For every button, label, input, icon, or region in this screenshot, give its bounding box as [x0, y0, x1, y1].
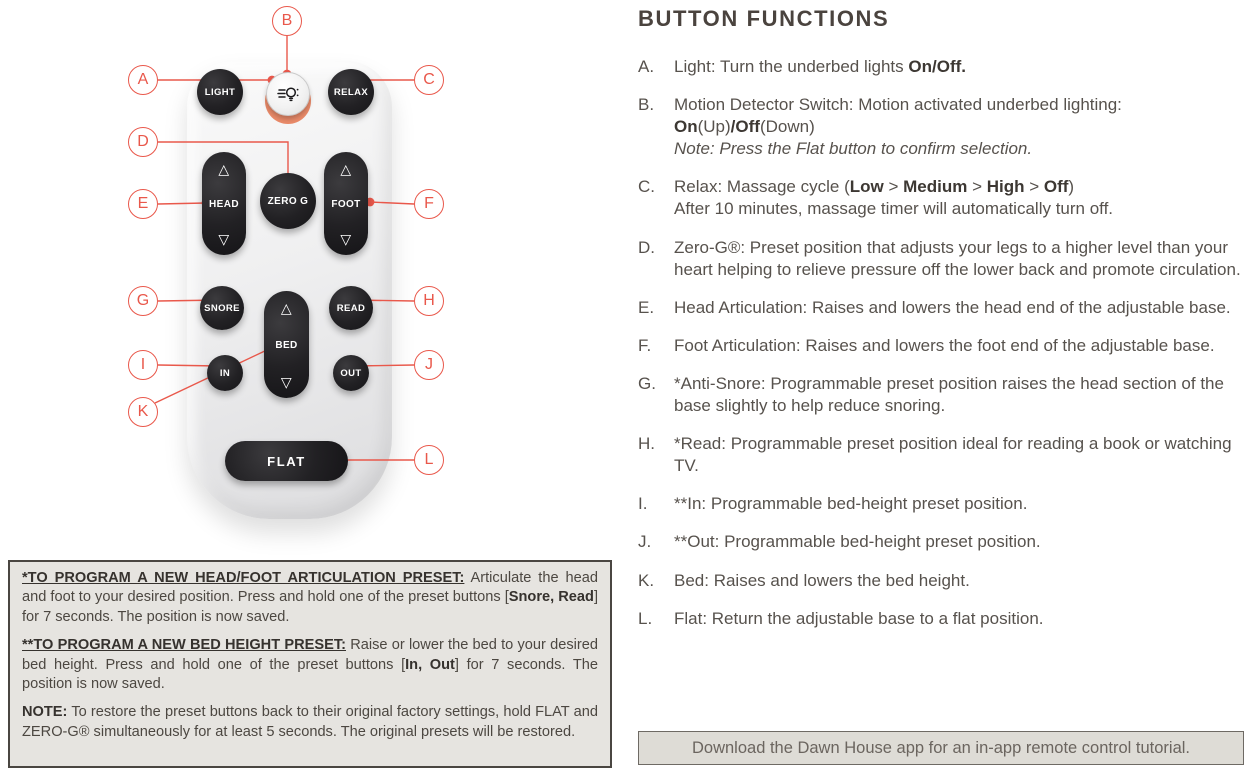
function-letter: G.	[638, 373, 656, 393]
callout-d: D	[128, 127, 158, 157]
function-item-c: C. Relax: Massage cycle (Low > Medium > …	[638, 176, 1245, 220]
relax-button[interactable]: RELAX	[328, 69, 374, 115]
function-item-h: H. *Read: Programmable preset position i…	[638, 433, 1245, 477]
function-letter: F.	[638, 335, 652, 355]
flat-button[interactable]: FLAT	[225, 441, 348, 481]
motion-detector-switch[interactable]	[266, 72, 310, 116]
function-text: **Out: Programmable bed-height preset po…	[674, 532, 1041, 552]
function-text: Motion Detector Switch: Motion activated…	[674, 95, 1122, 159]
function-letter: B.	[638, 95, 655, 115]
callout-l: L	[414, 445, 444, 475]
bed-label: BED	[275, 339, 298, 351]
motion-light-icon	[277, 87, 299, 102]
function-letter: D.	[638, 237, 655, 257]
function-text: Foot Articulation: Raises and lowers the…	[674, 335, 1215, 355]
function-text: Relax: Massage cycle (Low > Medium > Hig…	[674, 177, 1114, 219]
function-letter: C.	[638, 177, 655, 197]
head-down-arrow-icon: ▽	[218, 231, 230, 247]
light-button[interactable]: LIGHT	[197, 69, 243, 115]
callout-e: E	[128, 189, 158, 219]
function-letter: E.	[638, 297, 655, 317]
note-factory-reset: NOTE: To restore the preset buttons back…	[22, 704, 598, 740]
snore-button[interactable]: SNORE	[200, 286, 244, 330]
function-item-k: K. Bed: Raises and lowers the bed height…	[638, 570, 1245, 592]
in-button[interactable]: IN	[207, 355, 243, 391]
app-download-banner: Download the Dawn House app for an in-ap…	[638, 731, 1244, 765]
remote-diagram: LIGHT RELAX △ HEAD ▽ ZERO G △ FOOT ▽	[0, 0, 622, 772]
function-text: Light: Turn the underbed lights On/Off.	[674, 57, 966, 76]
function-letter: H.	[638, 434, 655, 454]
function-item-b: B. Motion Detector Switch: Motion activa…	[638, 94, 1245, 160]
bed-up-arrow-icon: △	[280, 300, 293, 316]
callout-c: C	[414, 65, 444, 95]
callout-j: J	[414, 350, 444, 380]
bed-down-arrow-icon: ▽	[280, 374, 293, 390]
function-text: Flat: Return the adjustable base to a fl…	[674, 608, 1044, 628]
function-text: *Anti-Snore: Programmable preset positio…	[674, 373, 1224, 416]
out-button[interactable]: OUT	[333, 355, 369, 391]
function-letter: K.	[638, 570, 655, 590]
callout-i: I	[128, 350, 158, 380]
function-letter: J.	[638, 532, 652, 552]
function-letter: A.	[638, 57, 655, 76]
function-text: Head Articulation: Raises and lowers the…	[674, 297, 1231, 317]
function-item-i: I. **In: Programmable bed-height preset …	[638, 493, 1245, 515]
bed-rocker-button[interactable]: △ BED ▽	[264, 291, 309, 398]
function-letter: I.	[638, 494, 648, 514]
foot-up-arrow-icon: △	[340, 161, 352, 177]
foot-label: FOOT	[331, 198, 361, 210]
callout-g: G	[128, 286, 158, 316]
callout-f: F	[414, 189, 444, 219]
callout-k: K	[128, 397, 158, 427]
function-item-e: E. Head Articulation: Raises and lowers …	[638, 297, 1245, 319]
callout-h: H	[414, 286, 444, 316]
callout-a: A	[128, 65, 158, 95]
function-item-f: F. Foot Articulation: Raises and lowers …	[638, 335, 1245, 357]
read-button[interactable]: READ	[329, 286, 373, 330]
head-rocker-button[interactable]: △ HEAD ▽	[202, 152, 246, 255]
head-up-arrow-icon: △	[218, 161, 230, 177]
zero-g-button[interactable]: ZERO G	[260, 173, 316, 229]
function-item-a: A. Light: Turn the underbed lights On/Of…	[638, 56, 1245, 78]
note-bed-height-preset: **TO PROGRAM A NEW BED HEIGHT PRESET: Ra…	[22, 637, 598, 693]
callout-b: B	[272, 6, 302, 36]
note-head-foot-preset: *TO PROGRAM A NEW HEAD/FOOT ARTICULATION…	[22, 570, 598, 625]
head-label: HEAD	[209, 198, 239, 210]
function-item-d: D. Zero-G®: Preset position that adjusts…	[638, 237, 1245, 281]
button-functions-panel: BUTTON FUNCTIONS A. Light: Turn the unde…	[638, 6, 1245, 646]
function-item-g: G. *Anti-Snore: Programmable preset posi…	[638, 373, 1245, 417]
function-item-l: L. Flat: Return the adjustable base to a…	[638, 608, 1245, 630]
function-text: Bed: Raises and lowers the bed height.	[674, 570, 970, 590]
function-letter: L.	[638, 608, 653, 628]
function-item-j: J. **Out: Programmable bed-height preset…	[638, 531, 1245, 553]
page-title: BUTTON FUNCTIONS	[638, 6, 890, 31]
foot-down-arrow-icon: ▽	[340, 231, 352, 247]
programming-notes-box: *TO PROGRAM A NEW HEAD/FOOT ARTICULATION…	[8, 560, 612, 768]
foot-rocker-button[interactable]: △ FOOT ▽	[324, 152, 368, 255]
function-text: *Read: Programmable preset position idea…	[674, 434, 1232, 476]
function-text: **In: Programmable bed-height preset pos…	[674, 494, 1028, 514]
function-text: Zero-G®: Preset position that adjusts yo…	[674, 237, 1241, 279]
